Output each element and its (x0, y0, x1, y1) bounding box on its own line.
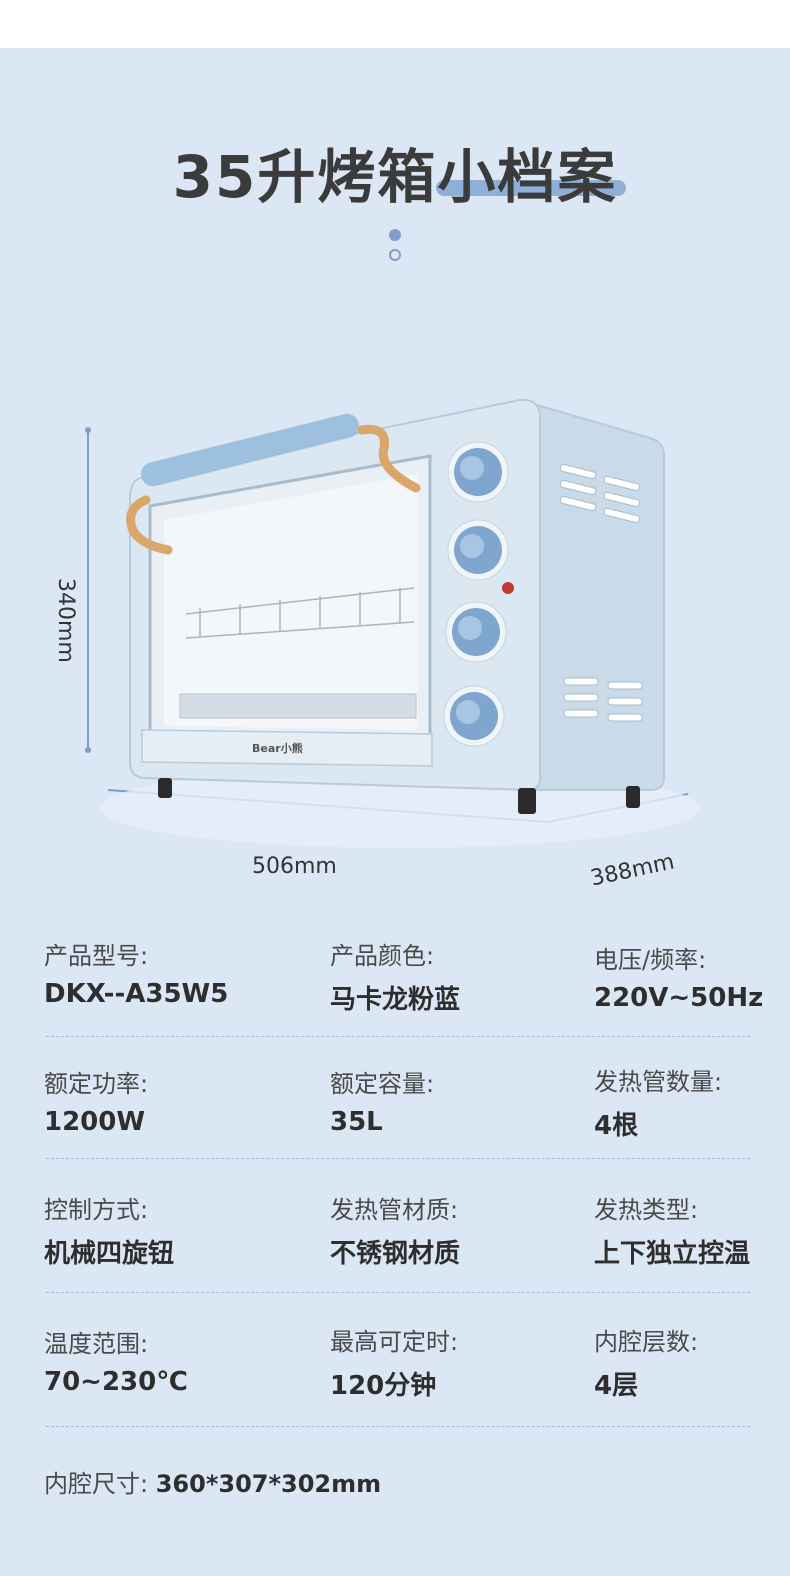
spec-label: 产品型号: (44, 942, 149, 970)
spec-label: 控制方式: (44, 1196, 149, 1224)
spec-cell-heating-type: 发热类型: 上下独立控温 (594, 1190, 750, 1270)
oven-foot-left (158, 778, 172, 798)
spec-value: 4根 (594, 1111, 639, 1141)
width-dimension-label: 506mm (252, 854, 337, 879)
oven-brand-logo: Bear小熊 (252, 741, 303, 755)
knob-4-icon (443, 685, 505, 747)
knob-2-icon (447, 519, 509, 581)
oven-handle-right-arm (357, 424, 421, 493)
oven-door-bar (141, 729, 433, 767)
spec-divider (46, 1426, 750, 1427)
spec-label: 发热管材质: (330, 1196, 459, 1224)
spec-label: 最高可定时: (330, 1328, 459, 1356)
oven-handle-bar (140, 413, 360, 487)
spec-divider (46, 1292, 750, 1293)
oven-side-vents (559, 463, 643, 722)
page-title-text: 35升烤箱小档案 (172, 143, 618, 211)
pager-dot-ring-icon (389, 249, 401, 261)
oven-handle-left-arm (126, 495, 173, 555)
power-indicator-light-icon (502, 582, 514, 594)
spec-label: 额定容量: (330, 1070, 435, 1098)
top-white-strip (0, 0, 790, 48)
spec-divider (46, 1158, 750, 1159)
spec-panel: 35升烤箱小档案 (0, 48, 790, 1576)
spec-label: 发热类型: (594, 1196, 699, 1224)
spec-value: 35L (330, 1107, 383, 1137)
spec-value: 4层 (594, 1371, 639, 1401)
knob-3-icon (445, 601, 507, 663)
product-image-area: Bear小熊 (0, 338, 790, 898)
cavity-size-value: 360*307*302mm (155, 1470, 382, 1498)
knob-1-icon (447, 441, 509, 503)
spec-cell-color: 产品颜色: 马卡龙粉蓝 (330, 936, 460, 1016)
page-title: 35升烤箱小档案 (0, 130, 790, 214)
title-highlight-bar (436, 180, 626, 196)
oven-baking-tray (179, 693, 417, 719)
spec-label: 发热管数量: (594, 1068, 723, 1096)
oven-side-panel (519, 398, 665, 791)
spec-cell-timer: 最高可定时: 120分钟 (330, 1322, 458, 1402)
spec-label: 产品颜色: (330, 942, 435, 970)
spec-value: DKX--A35W5 (44, 979, 229, 1009)
spec-value: 70~230℃ (44, 1367, 188, 1397)
oven-foot-front-right (518, 788, 536, 814)
spec-cell-control: 控制方式: 机械四旋钮 (44, 1190, 174, 1270)
spec-cell-temperature: 温度范围: 70~230℃ (44, 1324, 188, 1397)
spec-cell-heater-count: 发热管数量: 4根 (594, 1062, 722, 1142)
oven-rack (185, 587, 415, 639)
spec-label: 内腔层数: (594, 1328, 699, 1356)
spec-value: 120分钟 (330, 1371, 437, 1401)
spec-cell-model: 产品型号: DKX--A35W5 (44, 936, 228, 1009)
spec-value: 上下独立控温 (594, 1239, 751, 1269)
spec-label: 电压/频率: (594, 946, 707, 974)
spec-value: 马卡龙粉蓝 (330, 985, 461, 1015)
spec-value: 机械四旋钮 (44, 1239, 175, 1269)
spec-cell-heater-material: 发热管材质: 不锈钢材质 (330, 1190, 460, 1270)
spec-label: 额定功率: (44, 1070, 149, 1098)
spec-cell-layers: 内腔层数: 4层 (594, 1322, 698, 1402)
oven-illustration: Bear小熊 (85, 398, 700, 848)
pager-dot-filled-icon (389, 229, 401, 241)
spec-cell-capacity: 额定容量: 35L (330, 1064, 434, 1137)
spec-value: 1200W (44, 1107, 146, 1137)
oven-foot-back-right (626, 786, 640, 808)
spec-cell-power: 额定功率: 1200W (44, 1064, 148, 1137)
spec-divider (46, 1036, 750, 1037)
spec-label: 温度范围: (44, 1330, 149, 1358)
spec-cell-voltage: 电压/频率: 220V~50Hz (594, 940, 763, 1013)
spec-value: 不锈钢材质 (330, 1239, 461, 1269)
spec-value: 220V~50Hz (594, 983, 764, 1013)
cavity-size-line: 内腔尺寸: 360*307*302mm (44, 1464, 381, 1499)
height-dimension-label: 340mm (53, 578, 78, 663)
cavity-size-label: 内腔尺寸: (44, 1470, 149, 1498)
oven-knobs (443, 441, 514, 747)
